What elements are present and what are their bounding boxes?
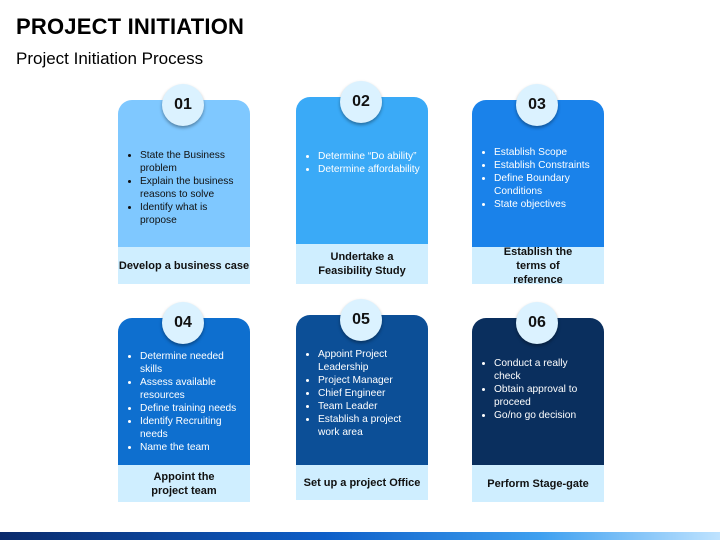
bullet-item: Explain the business reasons to solve [140,175,242,201]
step-card-06: Conduct a really check Obtain approval t… [472,302,604,523]
step-number-badge: 05 [340,299,382,341]
step-label: Set up a project Office [296,465,428,500]
step-label: Perform Stage-gate [472,465,604,502]
page-subtitle: Project Initiation Process [16,49,204,68]
footer-gradient-bar [0,532,720,540]
page-title: PROJECT INITIATION [16,14,245,39]
bullet-item: Go/no go decision [494,409,596,422]
bullet-item: Establish a project work area [318,413,420,439]
step-number-badge: 03 [516,84,558,126]
bullet-item: Establish Constraints [494,159,596,172]
bullet-item: Identify Recruiting needs [140,415,242,441]
bullet-item: Define Boundary Conditions [494,172,596,198]
bullet-item: State the Business problem [140,149,242,175]
step-label: Establish the terms of reference [472,246,604,286]
step-bullets: Conduct a really check Obtain approval t… [480,357,596,422]
bullet-item: Identify what is propose [140,201,242,227]
step-number-badge: 02 [340,81,382,123]
bullet-item: Define training needs [140,402,242,415]
step-card-01: State the Business problem Explain the b… [118,84,250,305]
step-bullets: Appoint Project Leadership Project Manag… [304,348,420,439]
step-card-03: Establish Scope Establish Constraints De… [472,84,604,305]
bullet-item: Team Leader [318,400,420,413]
step-card-04: Determine needed skills Assess available… [118,302,250,523]
step-label: Appoint the project team [118,465,250,502]
bullet-item: Conduct a really check [494,357,596,383]
bullet-item: Obtain approval to proceed [494,383,596,409]
step-bullets: Establish Scope Establish Constraints De… [480,146,596,211]
bullet-item: Determine needed skills [140,350,242,376]
bullet-item: Assess available resources [140,376,242,402]
bullet-item: Chief Engineer [318,387,420,400]
step-bullets: Determine needed skills Assess available… [126,350,242,454]
step-label: Develop a business case [118,247,250,284]
step-number-badge: 04 [162,302,204,344]
bullet-item: Name the team [140,441,242,454]
step-bullets: State the Business problem Explain the b… [126,149,242,227]
bullet-item: Project Manager [318,374,420,387]
bullet-item: Establish Scope [494,146,596,159]
bullet-item: Appoint Project Leadership [318,348,420,374]
step-number-badge: 06 [516,302,558,344]
bullet-item: Determine affordability [318,163,420,176]
step-card-02: Determine “Do ability” Determine afforda… [296,81,428,302]
bullet-item: Determine “Do ability” [318,150,420,163]
step-number-badge: 01 [162,84,204,126]
step-card-05: Appoint Project Leadership Project Manag… [296,299,428,520]
step-bullets: Determine “Do ability” Determine afforda… [304,150,420,176]
bullet-item: State objectives [494,198,596,211]
step-label: Undertake a Feasibility Study [296,244,428,284]
